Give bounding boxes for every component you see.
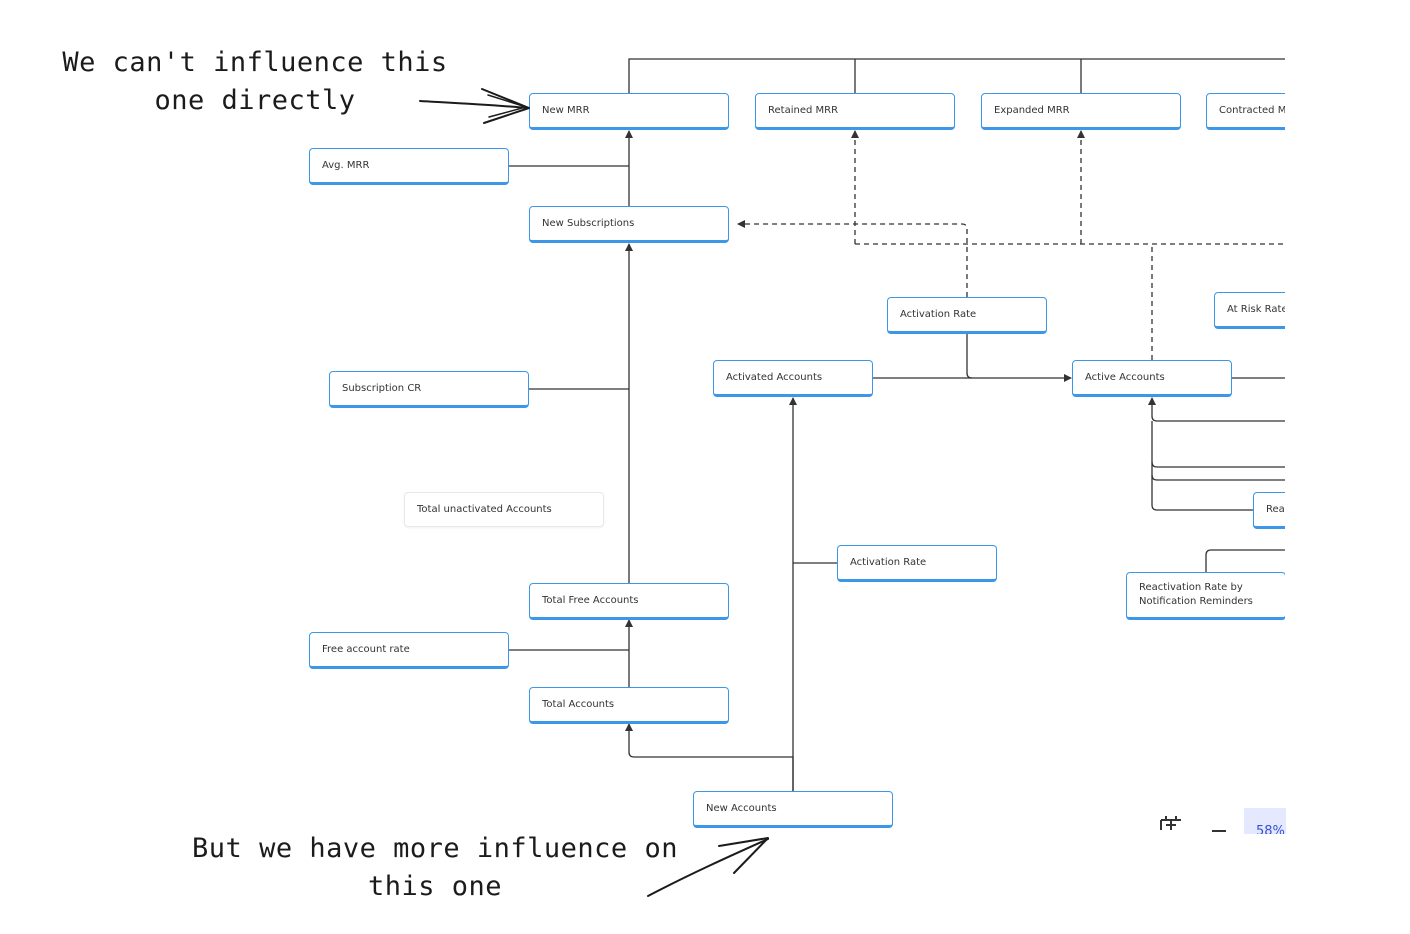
edge-reactivation-rate	[1205, 549, 1285, 572]
edge-active-in-4	[1151, 421, 1254, 511]
node-subscription-cr[interactable]: Subscription CR	[329, 371, 529, 408]
node-new-accounts[interactable]: New Accounts	[693, 791, 893, 828]
node-activation-rate-mid[interactable]: Activation Rate	[837, 545, 997, 582]
diagram-edges	[509, 58, 1285, 791]
edge-new-to-total	[625, 723, 794, 791]
node-at-risk-rate[interactable]: At Risk Rate	[1214, 292, 1285, 329]
edge-top-bus	[628, 58, 1285, 93]
node-total-accounts[interactable]: Total Accounts	[529, 687, 729, 724]
edge-active-in-1	[1148, 397, 1285, 422]
node-activation-rate-top[interactable]: Activation Rate	[887, 297, 1047, 334]
node-new-mrr[interactable]: New MRR	[529, 93, 729, 130]
edge-active-in-3	[1151, 474, 1285, 481]
node-avg-mrr[interactable]: Avg. MRR	[309, 148, 509, 185]
node-total-free-accounts[interactable]: Total Free Accounts	[529, 583, 729, 620]
zoom-level[interactable]: 58%	[1244, 808, 1286, 834]
edge-active-in-2	[1151, 461, 1285, 468]
diagram-canvas[interactable]: New MRR Retained MRR Expanded MRR Contra…	[55, 0, 1285, 834]
annotation-top: We can't influence this one directly	[62, 47, 448, 116]
node-reactivated-accounts[interactable]: Reactivated Accounts	[1253, 492, 1285, 529]
node-free-account-rate[interactable]: Free account rate	[309, 632, 509, 669]
annotation-bottom: But we have more influence on this one	[192, 833, 678, 902]
node-expanded-mrr[interactable]: Expanded MRR	[981, 93, 1181, 130]
zoom-toolbar: 58%	[1146, 804, 1286, 834]
node-retained-mrr[interactable]: Retained MRR	[755, 93, 955, 130]
fit-to-screen-icon[interactable]	[1156, 804, 1186, 834]
edge-activation-rate-top	[966, 333, 973, 379]
node-contracted-mrr[interactable]: Contracted MRR	[1206, 93, 1285, 130]
node-total-unactivated-accounts[interactable]: Total unactivated Accounts	[404, 492, 604, 527]
node-activated-accounts[interactable]: Activated Accounts	[713, 360, 873, 397]
node-new-subscriptions[interactable]: New Subscriptions	[529, 206, 729, 243]
zoom-out-icon[interactable]	[1204, 804, 1234, 834]
edge-dashed-activation-to-subscriptions	[737, 220, 968, 297]
node-reactivation-rate[interactable]: Reactivation Rate by Notification Remind…	[1126, 572, 1285, 620]
node-active-accounts[interactable]: Active Accounts	[1072, 360, 1232, 397]
